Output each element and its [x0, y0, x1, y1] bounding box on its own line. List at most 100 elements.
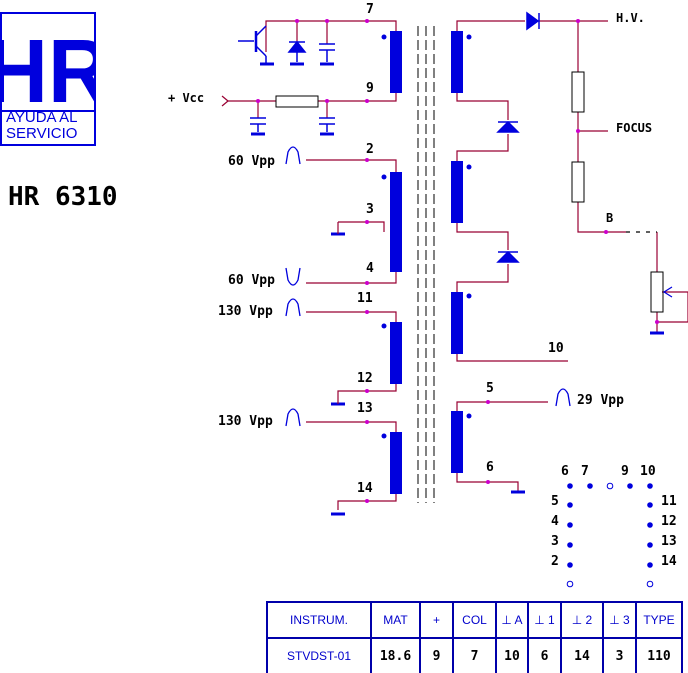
model-number: HR 6310	[8, 182, 118, 212]
hr-logo: HR AYUDA AL SERVICIO	[0, 12, 96, 146]
spec-header-cell: ⊥ 3	[602, 601, 637, 639]
spec-value-cell: 18.6	[370, 637, 421, 673]
spec-header-cell: COL	[452, 601, 497, 639]
junctions	[256, 19, 659, 503]
pin-label: 14	[357, 481, 373, 496]
spec-header-row: INSTRUM. MAT + COL ⊥ A ⊥ 1 ⊥ 2 ⊥ 3 TYPE	[266, 601, 683, 639]
spec-header-cell: ⊥ 2	[560, 601, 604, 639]
transistor-icon	[238, 25, 274, 66]
winding-13-14	[390, 432, 402, 494]
pinout-left-label: 3	[551, 534, 559, 549]
spec-header-cell: ⊥ A	[495, 601, 529, 639]
hv-label: H.V.	[616, 11, 645, 25]
pin-label: 10	[548, 341, 564, 356]
pin-label: 2	[366, 142, 374, 157]
spec-value-cell: 14	[560, 637, 604, 673]
spec-header-cell: INSTRUM.	[266, 601, 372, 639]
phase-dot	[381, 323, 387, 329]
spec-value-cell: 7	[452, 637, 497, 673]
pinout-right-label: 11	[661, 494, 677, 509]
pinout-diagram: 6 7 9 10 5 4 3 2 11 12 13 14	[551, 464, 677, 588]
transformer-core	[417, 26, 435, 503]
components	[238, 11, 673, 516]
vcc-label: + Vcc	[168, 91, 204, 105]
pin-label: 3	[366, 202, 374, 217]
pinout-top-label: 9	[621, 464, 629, 479]
schematic-labels: 7 9 2 3 4 11 12 13 14 10 5 6 H.V. FOCUS …	[168, 2, 652, 496]
pin-label: 9	[366, 81, 374, 96]
phase-dot	[381, 34, 387, 40]
logo-line-1: AYUDA AL	[6, 109, 78, 126]
windings	[381, 31, 472, 494]
phase-dot	[466, 34, 472, 40]
spec-value-cell: 110	[635, 637, 683, 673]
focus-label: FOCUS	[616, 121, 652, 135]
spec-table: INSTRUM. MAT + COL ⊥ A ⊥ 1 ⊥ 2 ⊥ 3 TYPE …	[266, 601, 683, 673]
logo-divider	[2, 110, 94, 112]
spec-value-cell: 9	[419, 637, 454, 673]
winding-hv-3	[451, 292, 463, 354]
spec-header-cell: MAT	[370, 601, 421, 639]
logo-tagline: AYUDA AL SERVICIO	[6, 110, 92, 142]
pin-label: 12	[357, 371, 373, 386]
capacitor-icon	[319, 43, 335, 66]
winding-5-6	[451, 411, 463, 473]
pinout-left-label: 5	[551, 494, 559, 509]
pinout-right-label: 12	[661, 514, 677, 529]
spec-value-cell: 10	[495, 637, 529, 673]
phase-dot	[466, 293, 472, 299]
pulse-icons	[285, 146, 571, 427]
winding-11-12	[390, 322, 402, 384]
phase-dot	[381, 174, 387, 180]
b-label: B	[606, 211, 613, 225]
flyback-pulse-up-icon	[285, 146, 301, 165]
damper-diode-icon	[287, 40, 307, 66]
pinout-top-label: 7	[581, 464, 589, 479]
pinout-top-label: 10	[640, 464, 656, 479]
logo-mark-text: HR	[2, 20, 94, 110]
phase-dot	[466, 164, 472, 170]
spec-header-cell: +	[419, 601, 454, 639]
pin-label: 4	[366, 261, 374, 276]
pinout-left-label: 4	[551, 514, 559, 529]
pin-label: 13	[357, 401, 373, 416]
spec-value-row: STVDST-01 18.6 9 7 10 6 14 3 110	[266, 637, 683, 673]
pinout-top-label: 6	[561, 464, 569, 479]
pinout-right-label: 13	[661, 534, 677, 549]
pin-label: 6	[486, 460, 494, 475]
spec-value-cell: 3	[602, 637, 637, 673]
spec-header-cell: TYPE	[635, 601, 683, 639]
winding-2-4	[390, 172, 402, 272]
flyback-pulse-up-icon	[285, 298, 301, 317]
pulse-label: 29 Vpp	[577, 393, 624, 408]
bleeder-resistor-icon	[571, 71, 585, 113]
pulse-label: 60 Vpp	[228, 154, 275, 169]
capacitor-icon	[250, 117, 266, 136]
winding-7-9	[390, 31, 402, 93]
pin-label: 5	[486, 381, 494, 396]
capacitor-icon	[319, 117, 335, 136]
pinout-left-label: 2	[551, 554, 559, 569]
pulse-label: 130 Vpp	[218, 414, 273, 429]
flyback-pulse-up-icon	[555, 388, 571, 407]
pin-label: 11	[357, 291, 373, 306]
potentiometer-icon	[650, 271, 673, 313]
phase-dot	[466, 413, 472, 419]
flyback-pulse-down-icon	[285, 267, 301, 286]
hv-diode-icon	[526, 11, 540, 31]
spec-value-cell: 6	[527, 637, 562, 673]
bleeder-resistor-icon	[571, 161, 585, 203]
resistor-icon	[275, 95, 319, 108]
spec-header-cell: ⊥ 1	[527, 601, 562, 639]
winding-hv-2	[451, 161, 463, 223]
pin-label: 7	[366, 2, 374, 17]
secondary-wiring	[456, 20, 688, 491]
spec-value-cell: STVDST-01	[266, 637, 372, 673]
hr-logo-mark: HR	[2, 20, 94, 110]
pulse-label: 130 Vpp	[218, 304, 273, 319]
pulse-label: 60 Vpp	[228, 273, 275, 288]
flyback-pulse-up-icon	[285, 408, 301, 427]
cascade-diode-icon	[496, 250, 520, 263]
